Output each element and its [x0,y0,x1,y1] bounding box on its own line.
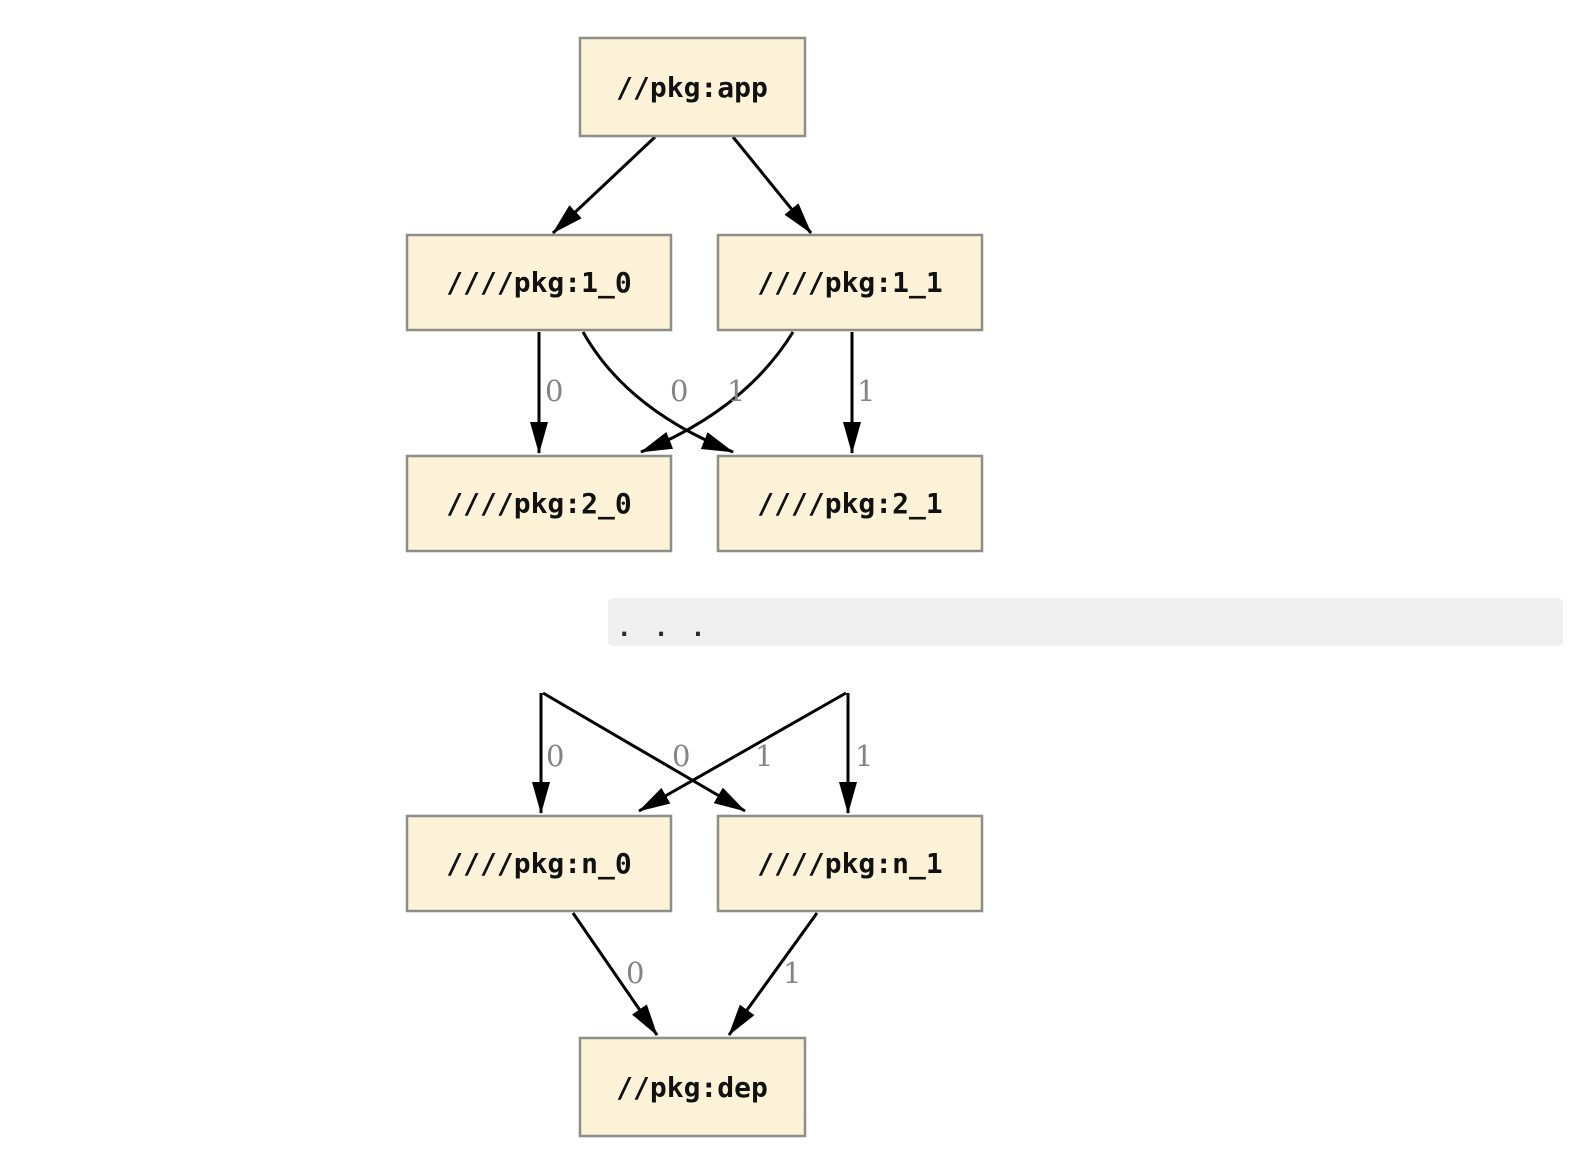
node-n-1-label: ////pkg:n_1 [757,847,942,880]
node-dep-box [578,1036,807,1138]
continuation-band [608,598,1563,646]
node-2-1-box [716,454,984,553]
node-1-1-label: ////pkg:1_1 [757,266,942,299]
edge-app-to-1-1 [731,136,813,234]
edge-left-to-n-1 [542,691,746,813]
edge-label: 1 [855,739,873,773]
edge-label: 0 [546,739,564,773]
edge-label: 1 [755,739,773,773]
node-1-1-box [716,233,984,332]
edge-label: 0 [545,374,563,408]
edge-label: 0 [670,374,688,408]
node-n-1-box [716,814,984,913]
node-1-1: ////pkg:1_1 [716,233,984,332]
node-2-0: ////pkg:2_0 [405,454,673,553]
node-app-box [578,36,807,138]
node-dep: //pkg:dep [578,1036,807,1138]
node-app-label: //pkg:app [616,71,768,104]
edge-label: 0 [626,956,644,990]
edge-app-to-1-0 [551,135,657,235]
node-n-0: ////pkg:n_0 [405,814,673,913]
node-dep-label: //pkg:dep [616,1071,768,1104]
node-2-1-label: ////pkg:2_1 [757,487,942,520]
edge-label: 1 [783,956,801,990]
edge-n-1-to-dep [727,912,819,1036]
node-app: //pkg:app [578,36,807,138]
ellipsis-dots: . . . [617,614,709,642]
node-1-0-label: ////pkg:1_0 [446,266,631,299]
edge-1-0-to-2-1 [581,331,734,454]
edge-label: 1 [727,374,745,408]
node-2-1: ////pkg:2_1 [716,454,984,553]
edge-label: 1 [857,374,875,408]
node-2-0-label: ////pkg:2_0 [446,487,631,520]
edge-right-to-n-0 [638,691,847,813]
node-2-0-box [405,454,673,553]
node-n-0-label: ////pkg:n_0 [446,847,631,880]
edge-1-1-to-2-0 [640,331,795,454]
edge-n-0-to-dep [571,912,659,1036]
node-1-0-box [405,233,673,332]
node-n-1: ////pkg:n_1 [716,814,984,913]
edge-label: 0 [672,739,690,773]
node-1-0: ////pkg:1_0 [405,233,673,332]
node-n-0-box [405,814,673,913]
